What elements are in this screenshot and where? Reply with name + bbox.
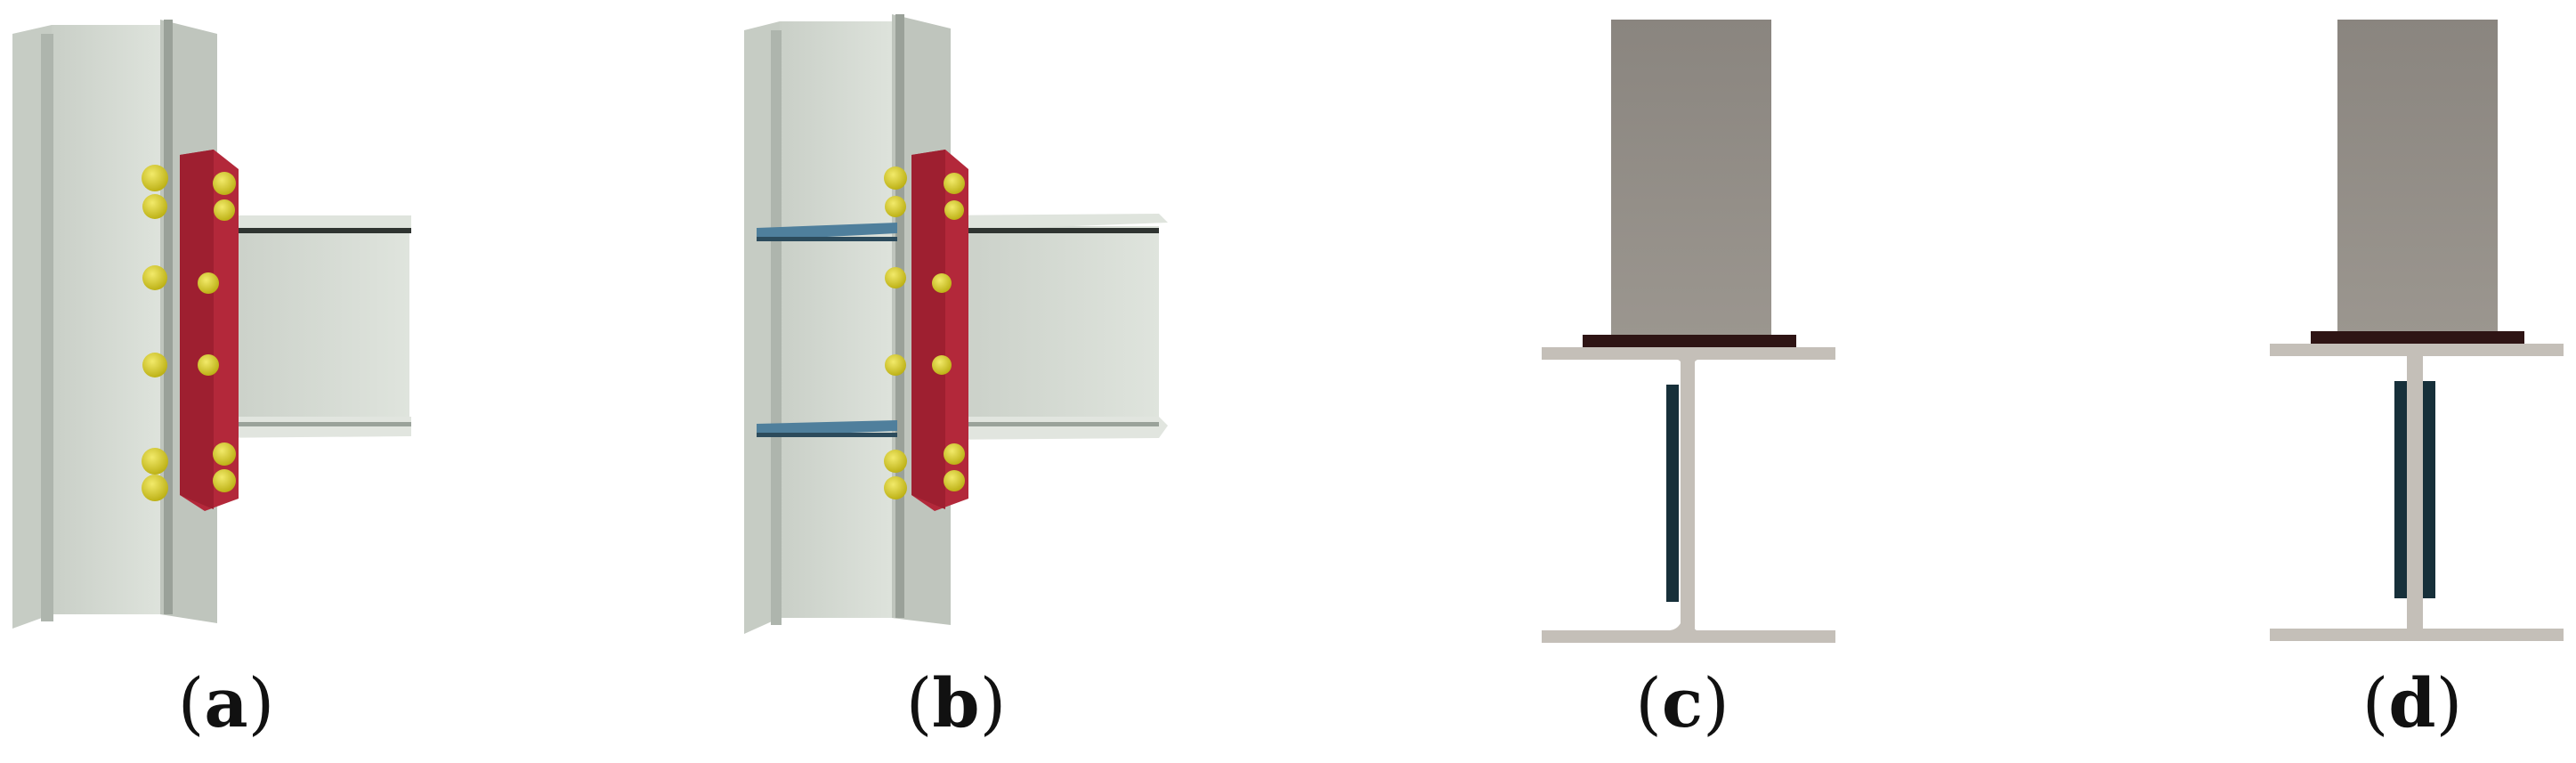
panel-a-beam	[203, 215, 411, 438]
bolt	[932, 355, 952, 375]
bolt	[885, 354, 906, 376]
bolt	[142, 448, 168, 475]
panel-d-web-plate-left	[2394, 381, 2407, 598]
panel-d-section-double-web-plate	[2270, 20, 2564, 641]
bolt	[944, 470, 965, 491]
panel-c-flange-plate	[1583, 335, 1796, 349]
panel-d-end-plate-block	[2337, 20, 2498, 333]
panel-b-stiffeners	[757, 223, 897, 437]
bolt	[198, 354, 219, 376]
bolt	[142, 194, 167, 219]
panel-c-end-plate-block	[1611, 20, 1771, 337]
panel-a-bolts	[142, 165, 236, 501]
caption-b: (b)	[905, 663, 1007, 743]
caption-d: (d)	[2361, 663, 2463, 743]
bolt	[142, 475, 168, 501]
bolt	[944, 200, 964, 220]
caption-c-letter: c	[1661, 663, 1704, 743]
bolt	[213, 172, 236, 195]
panel-c-web-plate	[1666, 385, 1679, 602]
panel-b-end-plate	[911, 150, 968, 511]
bolt	[932, 273, 952, 293]
panel-a-extended-end-plate-connection	[12, 20, 411, 629]
bolt	[214, 199, 235, 221]
bolt	[884, 476, 907, 499]
caption-a-letter: a	[204, 663, 248, 743]
caption-a: (a)	[177, 663, 275, 743]
panel-c-section-single-web-plate	[1542, 20, 1835, 643]
caption-c: (c)	[1635, 663, 1729, 743]
bolt	[884, 166, 907, 190]
panel-b-stiffened-end-plate-connection	[744, 14, 1168, 634]
caption-b-letter: b	[932, 663, 980, 743]
caption-d-letter: d	[2388, 663, 2436, 743]
panel-d-web-plate-right	[2423, 381, 2435, 598]
bolt	[885, 267, 906, 288]
bolt	[142, 165, 168, 191]
bolt	[142, 265, 167, 290]
panel-b-bolts	[884, 166, 965, 499]
bolt	[213, 469, 236, 492]
bolt	[884, 450, 907, 473]
panel-d-column-section	[2270, 344, 2564, 641]
bolt	[213, 442, 236, 466]
bolt	[944, 443, 965, 465]
bolt	[142, 353, 167, 377]
bolt	[885, 196, 906, 217]
panel-b-beam	[933, 214, 1168, 440]
panel-d-flange-plate	[2311, 331, 2524, 345]
panel-c-column-section	[1542, 347, 1835, 643]
bolt	[198, 272, 219, 294]
bolt	[944, 173, 965, 194]
panel-a-end-plate	[180, 150, 239, 511]
